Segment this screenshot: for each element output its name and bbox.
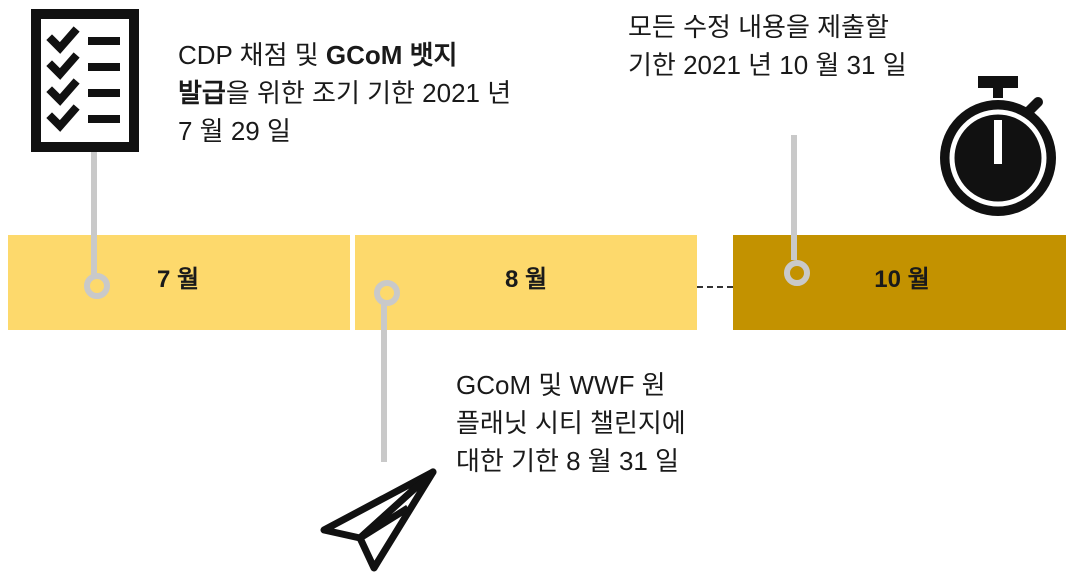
stopwatch-icon [940, 76, 1056, 216]
connector-august [381, 300, 387, 462]
connector-july [91, 150, 97, 276]
timeline-bar-july [8, 235, 350, 330]
marker-dot-august [374, 280, 400, 306]
note-july-bold: GCoM 뱃지 [325, 40, 458, 70]
note-august-line-3: 대한 기한 8 월 31 일 [456, 446, 680, 476]
connector-october [791, 135, 797, 260]
timeline-bar-august [355, 235, 697, 330]
note-august: GCoM 및 WWF 원 플래닛 시티 챌린지에 대한 기한 8 월 31 일 [456, 366, 686, 480]
note-october: 모든 수정 내용을 제출할 기한 2021 년 10 월 31 일 [628, 8, 907, 84]
note-july-line-1: CDP 채점 및 GCoM 뱃지 [178, 36, 511, 74]
note-july-line-3: 7 월 29 일 [178, 116, 291, 146]
note-july-line-2: 발급을 위한 조기 기한 2021 년 [178, 74, 511, 112]
note-october-line-1: 모든 수정 내용을 제출할 [628, 12, 889, 42]
checklist-icon [31, 9, 139, 152]
marker-dot-july [84, 273, 110, 299]
note-july-bold-2: 발급 [178, 78, 226, 108]
note-july-text-2: 을 위한 조기 기한 2021 년 [225, 78, 512, 108]
note-july-text: CDP 채점 및 [178, 40, 326, 70]
note-august-line-2: 플래닛 시티 챌린지에 [456, 408, 686, 438]
month-label-august: 8 월 [504, 266, 548, 293]
marker-dot-october [784, 260, 810, 286]
note-august-line-1: GCoM 및 WWF 원 [456, 370, 666, 400]
month-label-october: 10 월 [874, 266, 930, 293]
note-october-line-2: 기한 2021 년 10 월 31 일 [628, 50, 907, 80]
month-label-july: 7 월 [156, 266, 200, 293]
paper-plane-icon [320, 468, 437, 572]
timeline-gap-dash [697, 286, 733, 288]
note-july: CDP 채점 및 GCoM 뱃지 발급을 위한 조기 기한 2021 년 7 월… [178, 36, 511, 150]
